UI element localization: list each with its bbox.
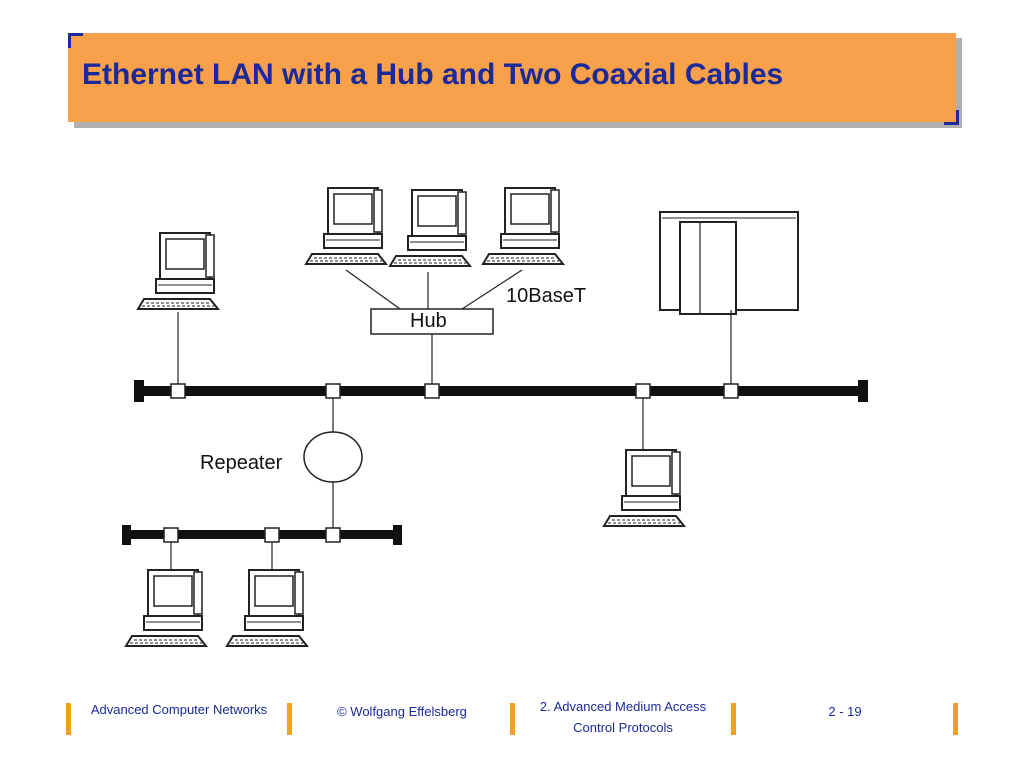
bus-terminator-left: [134, 380, 144, 402]
transceiver-icon: [424, 383, 440, 399]
workstation-icon: [305, 187, 387, 265]
lower-bus-terminator-right: [393, 525, 402, 545]
footer-divider: [287, 703, 292, 735]
transceiver-icon: [325, 383, 341, 399]
footer-chapter-line1: 2. Advanced Medium Access: [539, 699, 707, 714]
transceiver-icon: [264, 527, 280, 543]
transceiver-icon: [635, 383, 651, 399]
hub-link-3: [461, 269, 523, 310]
workstation-icon: [389, 189, 471, 267]
transceiver-icon: [723, 383, 739, 399]
bus-terminator-right: [858, 380, 868, 402]
workstation-icon: [125, 569, 207, 647]
title-banner: [68, 33, 956, 122]
cable-type-label: 10BaseT: [506, 285, 587, 307]
title-corner-top-left: [68, 33, 83, 48]
repeater-icon: [303, 431, 363, 483]
lower-coax-cable: [131, 530, 393, 539]
footer-chapter-line2: Control Protocols: [573, 720, 673, 735]
hub-link-1: [345, 269, 401, 310]
slide-title: Ethernet LAN with a Hub and Two Coaxial …: [82, 58, 784, 91]
lower-bus-terminator-left: [122, 525, 131, 545]
main-coax-cable: [144, 386, 858, 396]
repeater-label: Repeater: [200, 452, 283, 474]
footer-page-number: 2 - 19: [828, 704, 862, 719]
transceiver-icon: [325, 527, 341, 543]
footer-divider: [731, 703, 736, 735]
title-corner-bottom-right: [944, 110, 959, 125]
footer-course: Advanced Computer Networks: [90, 702, 268, 717]
hub-label: Hub: [410, 310, 447, 332]
footer-divider: [953, 703, 958, 735]
workstation-icon: [137, 232, 219, 310]
transceiver-icon: [163, 527, 179, 543]
server-cabinet-icon: [659, 211, 799, 315]
footer-divider: [66, 703, 71, 735]
workstation-icon: [482, 187, 564, 265]
transceiver-icon: [170, 383, 186, 399]
workstation-icon: [603, 449, 685, 527]
workstation-icon: [226, 569, 308, 647]
footer-divider: [510, 703, 515, 735]
footer-author: © Wolfgang Effelsberg: [337, 704, 467, 719]
